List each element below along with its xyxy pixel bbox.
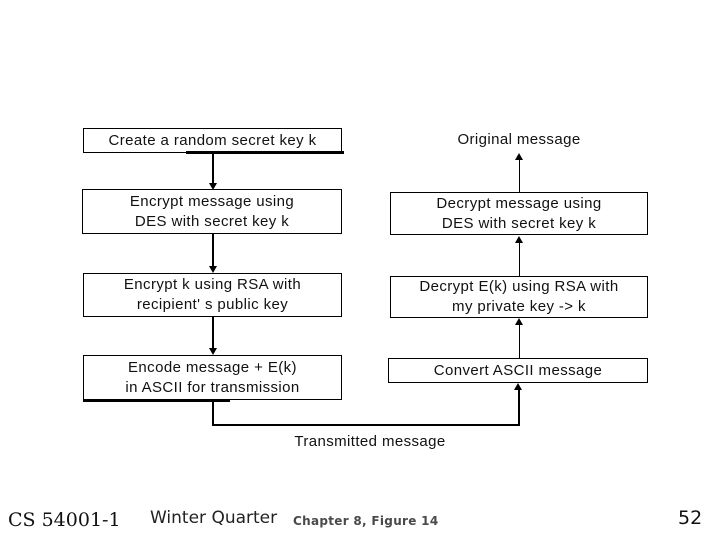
arrowhead-up-icon <box>514 383 522 390</box>
label-original-message: Original message <box>457 131 581 148</box>
box-encrypt-message-des: Encrypt message using DES with secret ke… <box>82 189 342 234</box>
arrow-line-rsa-to-encode <box>212 317 214 348</box>
footer-page-number: 52 <box>678 507 703 529</box>
footer-course-code: CS 54001-1 <box>8 509 121 531</box>
box-decrypt-key-rsa: Decrypt E(k) using RSA with my private k… <box>390 276 648 318</box>
arrow-line-encrypt-to-rsa <box>212 234 214 266</box>
arrowhead-down-icon <box>209 348 217 355</box>
footer-figure-reference: Chapter 8, Figure 14 <box>293 514 439 528</box>
arrow-line-convert-to-rsa <box>518 325 520 358</box>
arrowhead-down-icon <box>209 266 217 273</box>
arrow-line-rsa-to-decrypt <box>518 243 520 276</box>
connector-up-line <box>518 390 520 424</box>
box-create-secret-key: Create a random secret key k <box>83 128 342 153</box>
footer-term: Winter Quarter <box>150 508 278 528</box>
arrowhead-up-icon <box>515 153 523 160</box>
box-encode-ascii: Encode message + E(k) in ASCII for trans… <box>83 355 342 400</box>
label-transmitted-message: Transmitted message <box>294 433 446 450</box>
connector-down-line <box>212 400 214 426</box>
box-shadow-line <box>186 151 344 154</box>
box-decrypt-message-des: Decrypt message using DES with secret ke… <box>390 192 648 235</box>
box-convert-ascii: Convert ASCII message <box>388 358 648 383</box>
arrow-line-create-to-encrypt <box>212 152 214 183</box>
arrowhead-up-icon <box>515 236 523 243</box>
arrowhead-down-icon <box>209 183 217 190</box>
box-encrypt-key-rsa: Encrypt k using RSA with recipient' s pu… <box>83 273 342 317</box>
connector-horizontal-line <box>212 424 520 426</box>
arrow-line-decrypt-to-original <box>518 160 520 192</box>
arrowhead-up-icon <box>515 318 523 325</box>
box-shadow-line <box>83 399 230 402</box>
